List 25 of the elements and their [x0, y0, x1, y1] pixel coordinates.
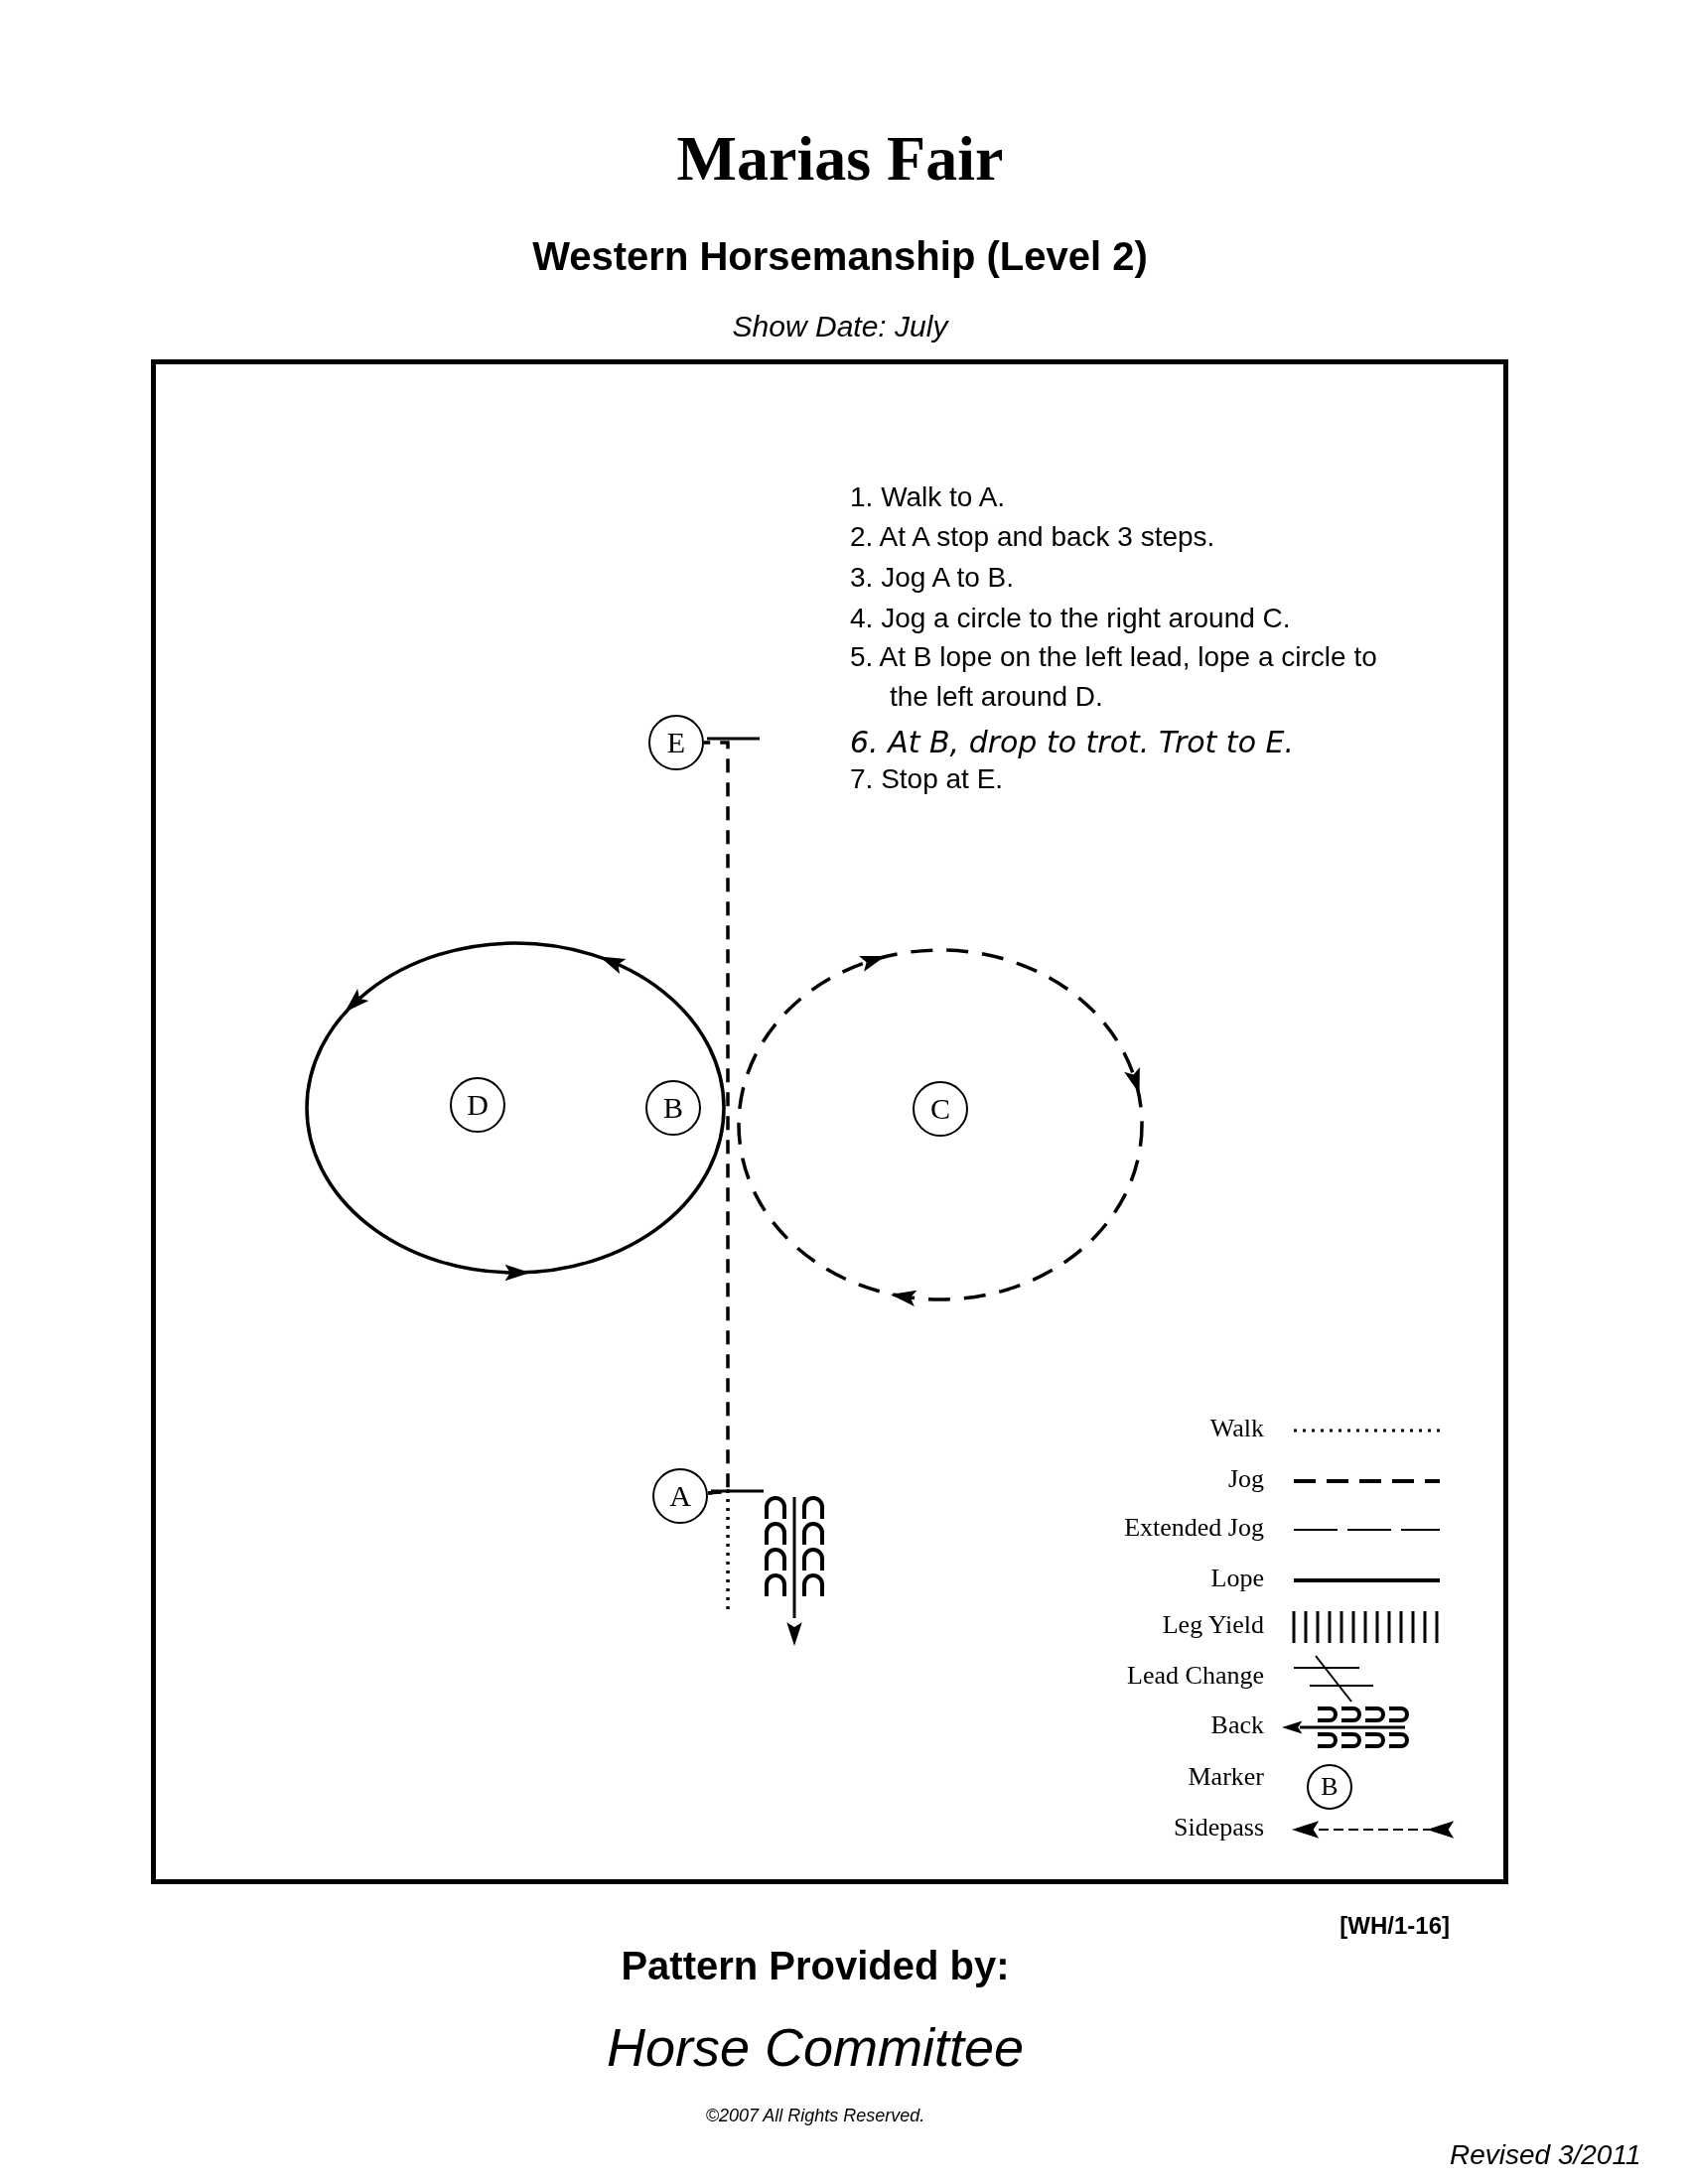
credit-heading: Pattern Provided by:	[620, 1943, 1011, 1989]
instruction-text: 2. At A stop and back 3 steps.	[850, 520, 1216, 554]
subtitle: Western Horsemanship (Level 2)	[531, 233, 1149, 280]
instruction-text: 5. At B lope on the left lead, lope a circle to the left around D.	[850, 640, 1378, 714]
instruction-text: 7. Stop at E.	[850, 762, 1005, 796]
legend-label: Jog	[1226, 1463, 1264, 1495]
pattern-code: [WH/1-16]	[1339, 1911, 1450, 1941]
committee-name: Horse Committee	[605, 2016, 1026, 2079]
show-date-text: Show Date: July	[731, 309, 950, 344]
instruction-text: 1. Walk to A.	[850, 480, 1007, 514]
copyright-text: ©2007 All Rights Reserved.	[704, 2105, 926, 2127]
title: Marias Fair	[675, 127, 1005, 191]
instruction-text: 4. Jog a circle to the right around C.	[850, 602, 1292, 635]
path-line	[704, 741, 730, 1495]
handwritten-instruction: 6. At B, drop to trot. Trot to E.	[850, 724, 1295, 761]
instruction-text: 3. Jog A to B.	[850, 561, 1015, 595]
legend-label: Walk	[1208, 1413, 1264, 1444]
revision-note: Revised 3/2011	[1450, 2138, 1642, 2172]
legend-label: Leg Yield	[1161, 1609, 1264, 1641]
legend-label: Sidepass	[1173, 1812, 1264, 1843]
legend-label: Marker	[1187, 1761, 1264, 1793]
legend-label: Extended Jog	[1123, 1512, 1264, 1544]
legend-label: Lead Change	[1126, 1660, 1264, 1692]
legend-label: Back	[1209, 1709, 1264, 1741]
legend-label: Lope	[1209, 1563, 1264, 1594]
